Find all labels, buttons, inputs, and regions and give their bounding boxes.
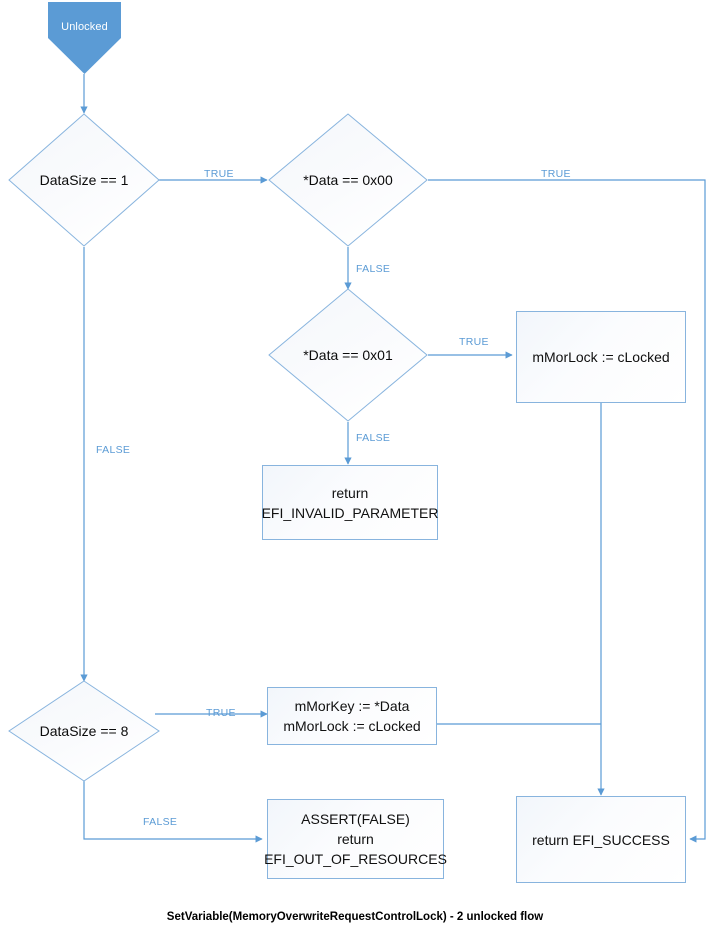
edge-data00-true [428,179,706,843]
edge-label-data01-true: TRUE [459,336,489,348]
node-decision-datasize-8-label: DataSize == 8 [39,723,129,739]
edge-label-datasize1-false: FALSE [96,444,131,456]
diagram-caption: SetVariable(MemoryOverwriteRequestContro… [166,911,544,923]
node-decision-datasize-1-label: DataSize == 1 [39,172,129,188]
node-process-assert-out-of-resources-label: ASSERT(FALSE) return EFI_OUT_OF_RESOURCE… [264,811,447,867]
node-process-assert-out-of-resources[interactable]: ASSERT(FALSE) return EFI_OUT_OF_RESOURCE… [264,799,447,879]
node-process-mmorlock-clocked[interactable]: mMorLock := cLocked [516,311,686,403]
edge-label-data00-true: TRUE [541,168,571,180]
node-process-return-success[interactable]: return EFI_SUCCESS [516,796,686,883]
edge-label-datasize8-false: FALSE [143,816,178,828]
node-decision-datasize-8[interactable]: DataSize == 8 [8,680,160,782]
edge-datasize8-false [83,781,263,843]
node-decision-data-0x00[interactable]: *Data == 0x00 [268,113,428,247]
node-process-mmorkey-assign[interactable]: mMorKey := *Data mMorLock := cLocked [267,687,437,745]
node-process-return-success-label: return EFI_SUCCESS [532,831,670,848]
edge-label-data00-false: FALSE [356,263,391,275]
edge-label-datasize8-true: TRUE [206,707,236,719]
edge-label-data01-false: FALSE [356,432,391,444]
node-process-return-invalid-parameter-label: return EFI_INVALID_PARAMETER [261,484,439,521]
node-process-mmorkey-assign-label: mMorKey := *Data mMorLock := cLocked [283,698,421,734]
node-decision-datasize-1[interactable]: DataSize == 1 [8,113,160,247]
node-decision-data-0x01[interactable]: *Data == 0x01 [268,288,428,422]
node-process-mmorlock-clocked-label: mMorLock := cLocked [532,349,670,365]
node-decision-data-0x01-label: *Data == 0x01 [303,347,393,363]
node-process-return-invalid-parameter[interactable]: return EFI_INVALID_PARAMETER [262,465,438,540]
edge-label-datasize1-true: TRUE [204,168,234,180]
node-start-label: Unlocked [61,21,108,33]
node-decision-data-0x00-label: *Data == 0x00 [303,172,393,188]
